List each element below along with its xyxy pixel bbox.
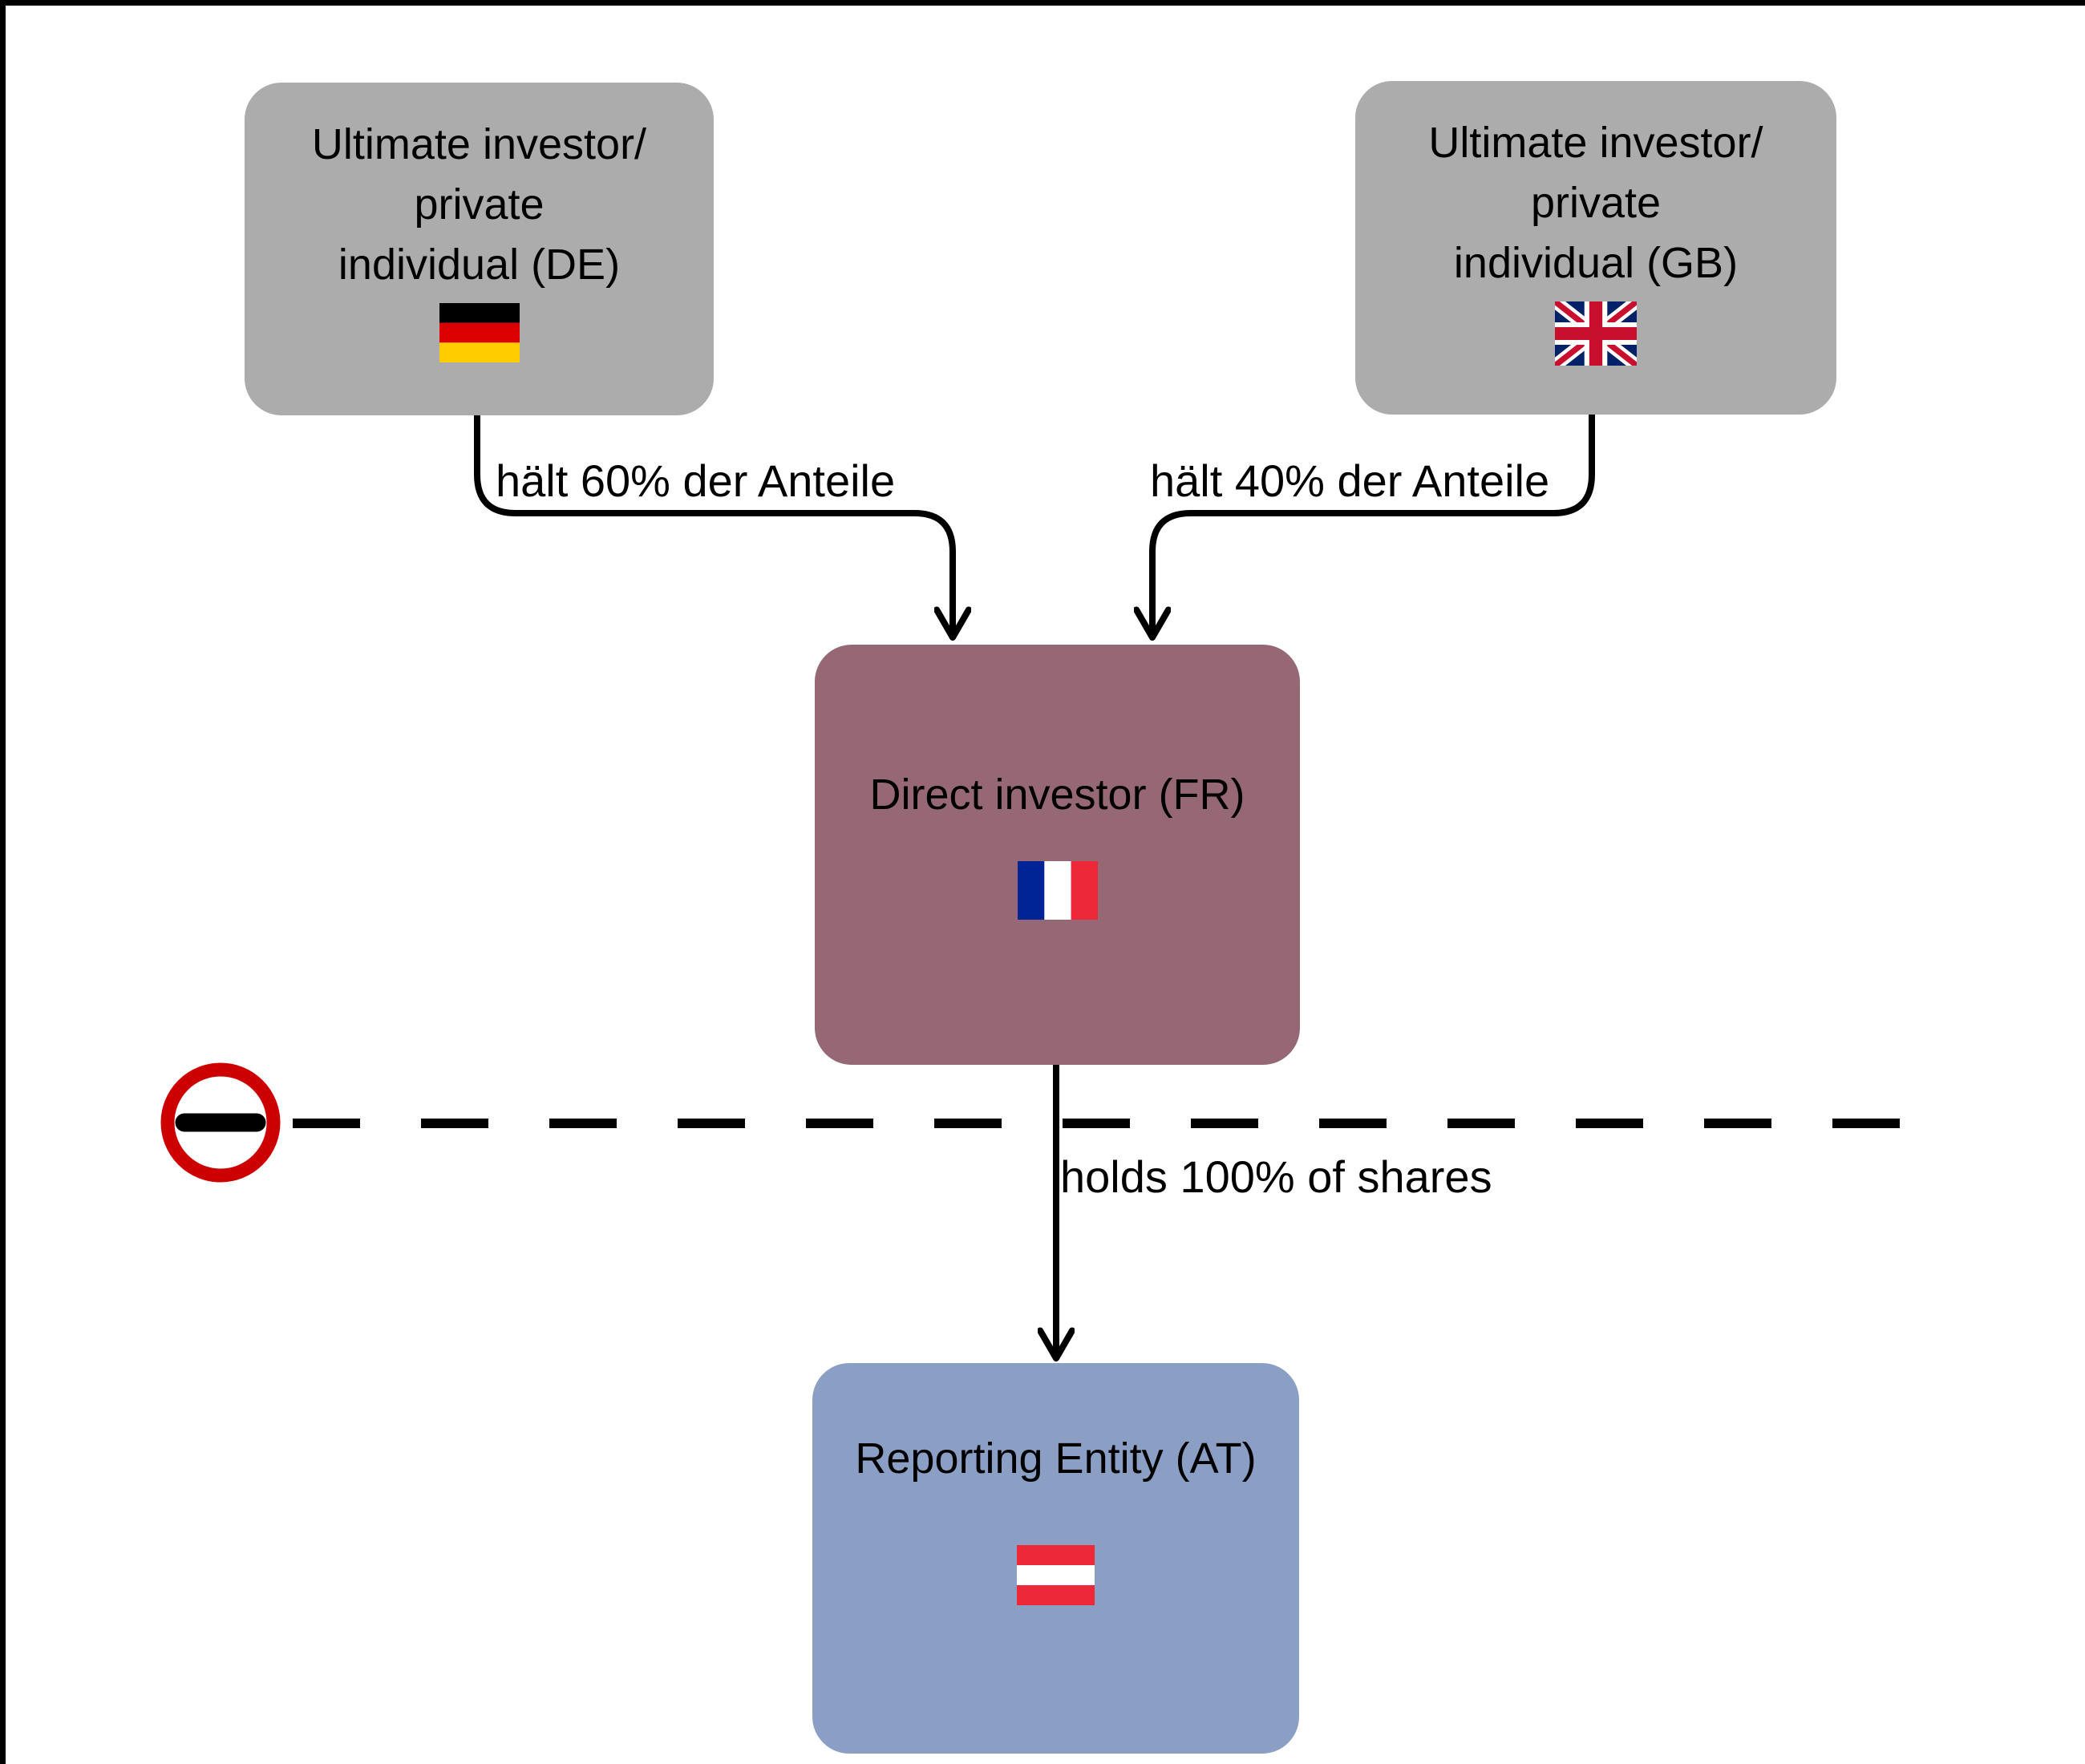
germany-flag-icon: [439, 303, 520, 362]
node-gb-line2: private: [1530, 179, 1662, 227]
node-ultimate-investor-de: Ultimate investor/ private individual (D…: [245, 83, 714, 415]
no-entry-icon: [160, 1062, 281, 1183]
node-de-line1: Ultimate investor/: [311, 120, 647, 168]
node-direct-investor-fr: Direct investor (FR): [815, 645, 1300, 1065]
node-reporting-entity-at: Reporting Entity (AT): [812, 1363, 1299, 1754]
node-ultimate-investor-de-label: Ultimate investor/ private individual (D…: [312, 115, 646, 295]
node-gb-line3: individual (GB): [1453, 239, 1739, 287]
edge-label-fr-to-at: holds 100% of shares: [1060, 1151, 1492, 1202]
edge-label-gb-to-fr: hält 40% der Anteile: [1150, 455, 1550, 506]
node-ultimate-investor-gb-label: Ultimate investor/ private individual (G…: [1428, 113, 1763, 293]
edge-gb-to-fr: [1152, 385, 1595, 637]
node-de-line2: private: [414, 180, 545, 229]
frame-left-border: [0, 0, 6, 1764]
edge-de-to-fr: [474, 385, 953, 637]
node-gb-line1: Ultimate investor/: [1428, 119, 1763, 167]
node-direct-investor-fr-label: Direct investor (FR): [869, 771, 1245, 819]
node-reporting-entity-at-label: Reporting Entity (AT): [855, 1434, 1257, 1483]
edge-label-de-to-fr: hält 60% der Anteile: [496, 455, 896, 506]
austria-flag-icon: [1017, 1545, 1095, 1605]
node-de-line3: individual (DE): [338, 241, 621, 289]
uk-flag-icon: [1555, 301, 1637, 366]
frame-top-border: [0, 0, 2085, 6]
france-flag-icon: [1017, 861, 1098, 920]
node-ultimate-investor-gb: Ultimate investor/ private individual (G…: [1355, 81, 1836, 415]
